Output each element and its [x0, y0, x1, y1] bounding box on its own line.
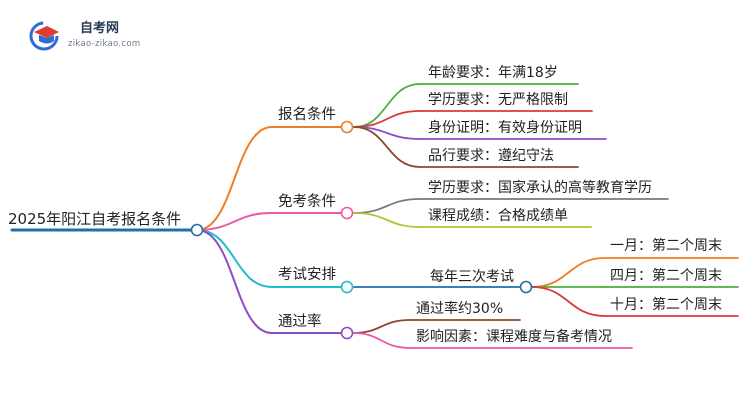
leaf-pass-rate-factors[interactable]: 影响因素：课程难度与备考情况 [416, 329, 612, 345]
edge-pass-rate-1 [352, 332, 411, 349]
edge-schedule-0 [531, 257, 606, 288]
leaf-pass-rate-value[interactable]: 通过率约30% [416, 301, 504, 317]
leaf-exempt-grades[interactable]: 课程成绩：合格成绩单 [428, 208, 568, 224]
edge-pass-rate-0 [352, 319, 411, 334]
node-dot-three-exams[interactable] [519, 280, 533, 294]
node-dot-pass-rate[interactable] [340, 326, 354, 340]
edge-root-exam-schedule [196, 229, 273, 288]
leaf-id-proof[interactable]: 身份证明：有效身份证明 [428, 120, 582, 136]
branch-registration[interactable]: 报名条件 [278, 107, 336, 123]
logo-url: zikao-zikao.com [68, 39, 141, 49]
branch-pass-rate[interactable]: 通过率 [278, 314, 322, 330]
edge-exemption-0 [353, 198, 421, 214]
root-node-dot[interactable] [190, 223, 204, 237]
leaf-age-requirement[interactable]: 年龄要求：年满18岁 [428, 65, 558, 81]
node-dot-exam-schedule[interactable] [340, 280, 354, 294]
branch-exam-schedule[interactable]: 考试安排 [278, 267, 336, 283]
root-topic[interactable]: 2025年阳江自考报名条件 [8, 210, 182, 228]
edge-root-exemption [196, 212, 273, 231]
leaf-education-requirement[interactable]: 学历要求：无严格限制 [428, 92, 568, 108]
node-three-exams-per-year[interactable]: 每年三次考试 [430, 269, 514, 285]
edge-exemption-1 [353, 212, 421, 228]
leaf-exempt-education[interactable]: 学历要求：国家承认的高等教育学历 [428, 180, 652, 196]
edge-registration-0 [353, 83, 421, 128]
site-logo[interactable]: 自考网 zikao-zikao.com [28, 18, 141, 52]
leaf-conduct-requirement[interactable]: 品行要求：遵纪守法 [428, 148, 554, 164]
node-dot-exemption[interactable] [340, 206, 354, 220]
leaf-january[interactable]: 一月：第二个周末 [610, 238, 722, 254]
graduation-cap-icon [29, 21, 59, 51]
edge-root-registration [196, 126, 273, 231]
leaf-october[interactable]: 十月：第二个周末 [610, 297, 722, 313]
leaf-april[interactable]: 四月：第二个周末 [610, 268, 722, 284]
node-dot-registration[interactable] [340, 120, 354, 134]
branch-exemption[interactable]: 免考条件 [278, 194, 336, 210]
logo-name: 自考网 [80, 21, 120, 36]
edge-root-pass-rate [196, 229, 273, 334]
edge-schedule-2 [531, 286, 606, 317]
edge-registration-3 [353, 126, 421, 168]
